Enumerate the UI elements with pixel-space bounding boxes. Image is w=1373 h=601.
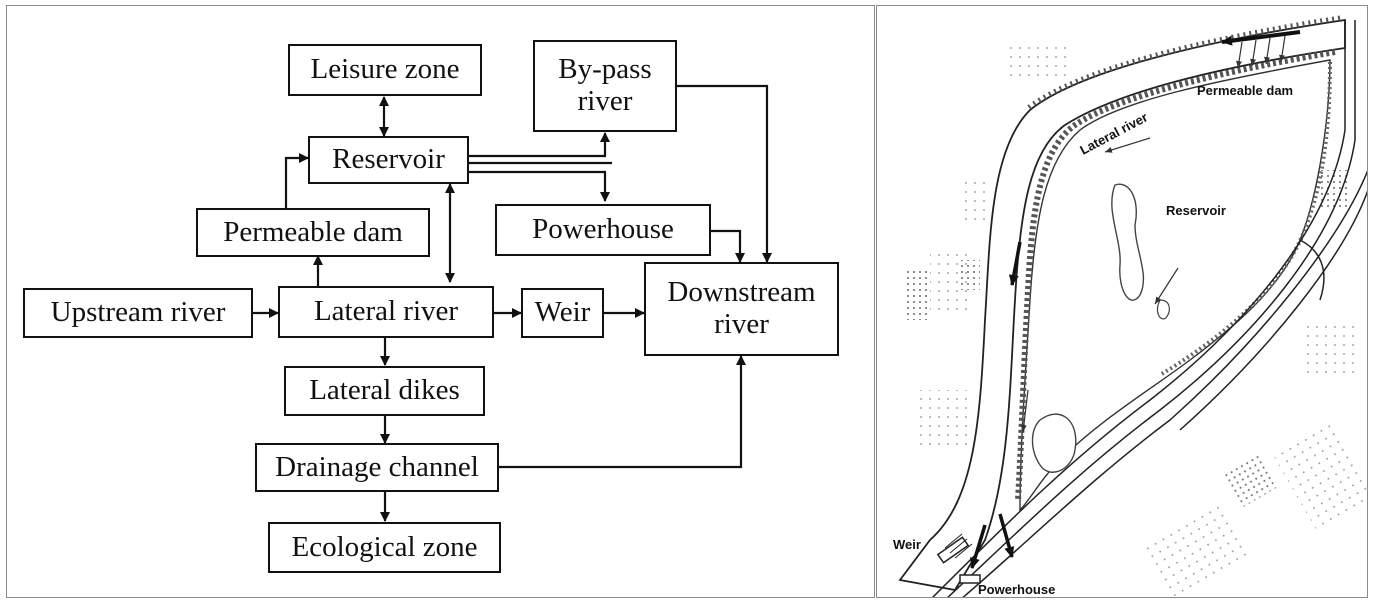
node-ecological-zone: Ecological zone [268, 522, 501, 573]
node-permeable-dam: Permeable dam [196, 208, 430, 257]
edge-reservoir-bypass [469, 132, 610, 158]
node-downstream-river-label-1: Downstream [667, 276, 816, 309]
node-downstream-river-label-2: river [714, 308, 769, 340]
node-lateral-dikes-label: Lateral dikes [309, 374, 460, 407]
node-permeable-dam-label: Permeable dam [223, 215, 403, 248]
arrow-lateral-down [1008, 241, 1022, 286]
node-drainage-channel-label: Drainage channel [275, 450, 479, 483]
arrow-reservoir [1104, 137, 1151, 153]
edge-drainage-downstream [499, 355, 746, 469]
edge-permdam-reservoir [284, 153, 309, 208]
node-weir-label: Weir [534, 296, 591, 329]
node-lateral-dikes: Lateral dikes [284, 366, 485, 416]
edge-bypass-downstream [677, 84, 772, 263]
map-label-reservoir: Reservoir [1166, 203, 1226, 218]
node-lateral-river: Lateral river [278, 286, 494, 338]
edge-powerhouse-downstream [711, 229, 745, 263]
node-upstream-river: Upstream river [23, 288, 253, 338]
map-panel [876, 5, 1368, 598]
node-powerhouse: Powerhouse [495, 204, 711, 256]
arrow-weir-2 [998, 513, 1015, 558]
node-drainage-channel: Drainage channel [255, 443, 499, 492]
node-upstream-river-label: Upstream river [50, 296, 226, 329]
map-label-permeable-dam: Permeable dam [1197, 83, 1293, 98]
arrow-incoming [1221, 30, 1301, 46]
map-label-powerhouse: Powerhouse [978, 582, 1055, 597]
node-reservoir-label: Reservoir [332, 143, 445, 176]
node-bypass-river: By-pass river [533, 40, 677, 132]
node-lateral-river-label: Lateral river [313, 295, 459, 328]
node-leisure-zone-label: Leisure zone [310, 53, 460, 86]
node-bypass-river-label-1: By-pass [558, 53, 652, 86]
node-powerhouse-label: Powerhouse [532, 213, 674, 246]
arrow-weir-1 [970, 524, 987, 569]
node-bypass-river-label-2: river [577, 85, 633, 117]
node-leisure-zone: Leisure zone [288, 44, 482, 96]
edge-reservoir-powerhouse [469, 170, 610, 202]
node-ecological-zone-label: Ecological zone [291, 530, 478, 563]
map-label-weir: Weir [893, 537, 921, 552]
arrow-reservoir-2 [1154, 267, 1179, 305]
flowchart-panel [6, 5, 875, 598]
node-downstream-river: Downstream river [644, 262, 839, 356]
lateral-river-channel [898, 18, 1346, 591]
node-reservoir: Reservoir [308, 136, 469, 184]
node-weir: Weir [521, 288, 604, 338]
